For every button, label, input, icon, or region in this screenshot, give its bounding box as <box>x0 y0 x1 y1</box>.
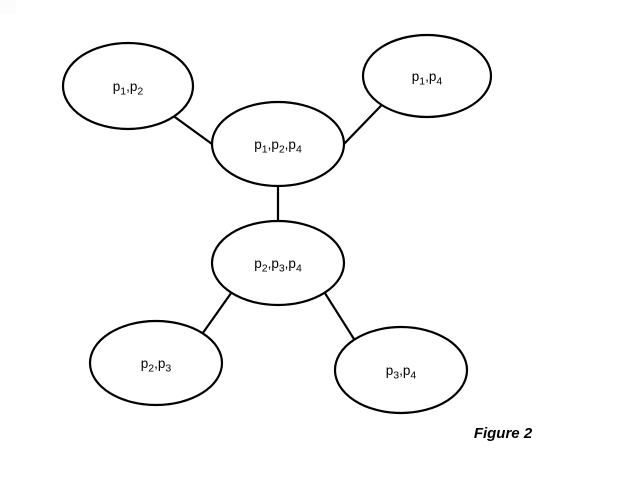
node-p1p2p4: p1,p2,p4 <box>210 100 346 188</box>
edge-p1p4-p1p2p4 <box>343 104 383 145</box>
node-label: p1,p2 <box>113 79 144 98</box>
node-ellipse <box>210 219 346 307</box>
node-p1p4: p1,p4 <box>361 33 493 119</box>
node-label: p1,p2,p4 <box>254 137 302 156</box>
node-p2p3: p2,p3 <box>88 319 224 407</box>
edge-p2p3p4-p3p4 <box>323 292 356 341</box>
node-ellipse <box>210 100 346 188</box>
node-label: p2,p3,p4 <box>254 256 302 275</box>
edge-p1p2-p1p2p4 <box>173 115 213 145</box>
edge-p2p3p4-p2p3 <box>201 292 233 334</box>
node-p2p3p4: p2,p3,p4 <box>210 219 346 307</box>
node-p1p2: p1,p2 <box>61 41 195 131</box>
node-ellipse <box>61 41 195 131</box>
node-ellipse <box>333 325 469 415</box>
corner-artifact <box>0 0 16 14</box>
node-ellipse <box>88 319 224 407</box>
node-label: p2,p3 <box>141 356 172 375</box>
node-label: p3,p4 <box>386 363 417 382</box>
node-ellipse <box>361 33 493 119</box>
figure-caption: Figure 2 <box>473 425 533 442</box>
node-p3p4: p3,p4 <box>333 325 469 415</box>
node-label: p1,p4 <box>412 69 443 88</box>
